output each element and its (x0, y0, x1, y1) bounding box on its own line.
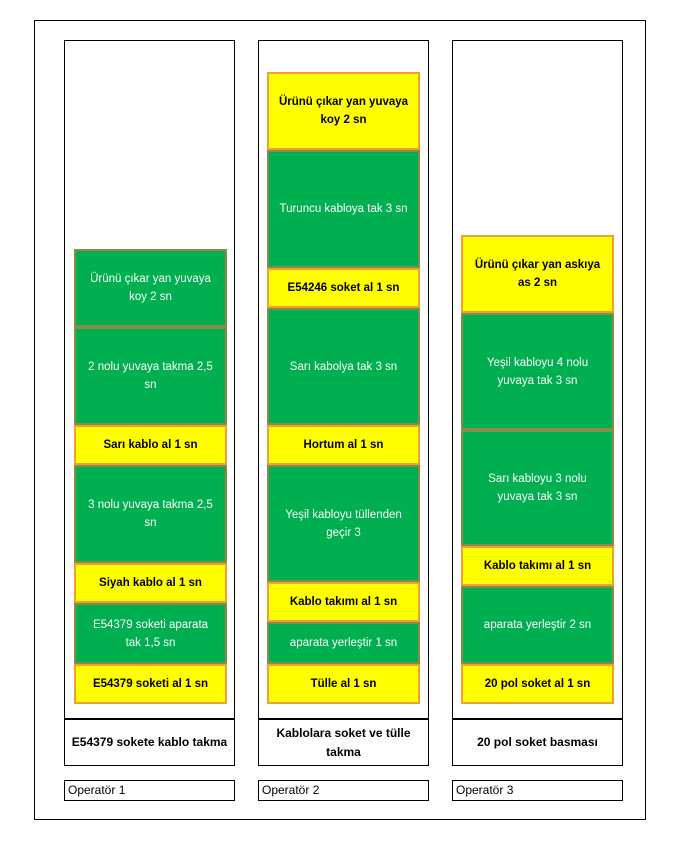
task-box: Kablo takımı al 1 sn (461, 546, 614, 586)
task-label: Turuncu kabloya tak 3 sn (279, 203, 408, 215)
task-box: 20 pol soket al 1 sn (461, 664, 614, 704)
task-box: Siyah kablo al 1 sn (74, 563, 227, 603)
task-label: E54379 soketi al 1 sn (92, 678, 209, 690)
task-box: E54246 soket al 1 sn (267, 268, 420, 308)
task-box: E54379 soketi al 1 sn (74, 664, 227, 704)
task-label: Siyah kablo al 1 sn (99, 577, 202, 589)
task-label: Ürünü çıkar yan yuvaya koy 2 sn (278, 96, 409, 126)
task-box: Kablo takımı al 1 sn (267, 582, 420, 622)
task-box: Sarı kablo al 1 sn (74, 425, 227, 465)
task-label: Yeşil kabloyu tüllenden geçir 3 (285, 508, 402, 539)
task-box: Sarı kabolya tak 3 sn (267, 308, 420, 425)
task-label: 3 nolu yuvaya takma 2,5 sn (88, 499, 213, 529)
operator-2-label: Operatör 2 (258, 780, 429, 801)
operator-3-label: Operatör 3 (452, 780, 623, 801)
task-label: aparata yerleştir 2 sn (483, 619, 592, 631)
task-box: Tülle al 1 sn (267, 664, 420, 704)
operator-1-title-text: E54379 sokete kablo takma (71, 735, 228, 749)
task-label: Hortum al 1 sn (303, 439, 384, 451)
task-label: E54379 soketi aparata tak 1,5 sn (92, 618, 209, 649)
task-label: 2 nolu yuvaya takma 2,5 sn (88, 361, 213, 391)
task-label: Tülle al 1 sn (310, 678, 377, 690)
task-box: Turuncu kabloya tak 3 sn (267, 150, 420, 268)
task-label: aparata yerleştir 1 sn (289, 637, 398, 649)
diagram-frame (34, 20, 646, 820)
task-box: Hortum al 1 sn (267, 425, 420, 465)
task-label: 20 pol soket al 1 sn (484, 678, 591, 690)
task-box: aparata yerleştir 2 sn (461, 586, 614, 664)
operator-1-label: Operatör 1 (64, 780, 235, 801)
task-label: Ürünü çıkar yan askıya as 2 sn (474, 259, 601, 289)
task-box: Ürünü çıkar yan yuvaya koy 2 sn (267, 72, 420, 150)
task-label: Sarı kablo al 1 sn (103, 439, 198, 451)
task-label: Yeşil kabloyu 4 nolu yuvaya tak 3 sn (486, 356, 589, 387)
operator-3-title: 20 pol soket basması (452, 719, 623, 766)
task-label: Kablo takımı al 1 sn (483, 560, 592, 572)
task-box: Ürünü çıkar yan yuvaya koy 2 sn (74, 249, 227, 327)
operator-3-title-text: 20 pol soket basması (477, 735, 598, 749)
task-label: Sarı kabloyu 3 nolu yuvaya tak 3 sn (488, 473, 587, 503)
task-box: Yeşil kabloyu 4 nolu yuvaya tak 3 sn (461, 313, 614, 430)
task-label: Kablo takımı al 1 sn (289, 596, 398, 608)
task-box: 3 nolu yuvaya takma 2,5 sn (74, 465, 227, 563)
operator-2-title-text: Kablolara soket ve tülle takma (276, 725, 411, 759)
task-box: Yeşil kabloyu tüllenden geçir 3 (267, 465, 420, 582)
operator-2-title: Kablolara soket ve tülle takma (258, 719, 429, 766)
operator-1-title: E54379 sokete kablo takma (64, 719, 235, 766)
task-label: E54246 soket al 1 sn (287, 282, 400, 294)
task-box: Sarı kabloyu 3 nolu yuvaya tak 3 sn (461, 430, 614, 546)
task-box: aparata yerleştir 1 sn (267, 622, 420, 664)
task-label: Ürünü çıkar yan yuvaya koy 2 sn (90, 273, 211, 303)
task-box: Ürünü çıkar yan askıya as 2 sn (461, 235, 614, 313)
task-box: 2 nolu yuvaya takma 2,5 sn (74, 327, 227, 425)
task-box: E54379 soketi aparata tak 1,5 sn (74, 603, 227, 664)
task-label: Sarı kabolya tak 3 sn (289, 360, 398, 373)
